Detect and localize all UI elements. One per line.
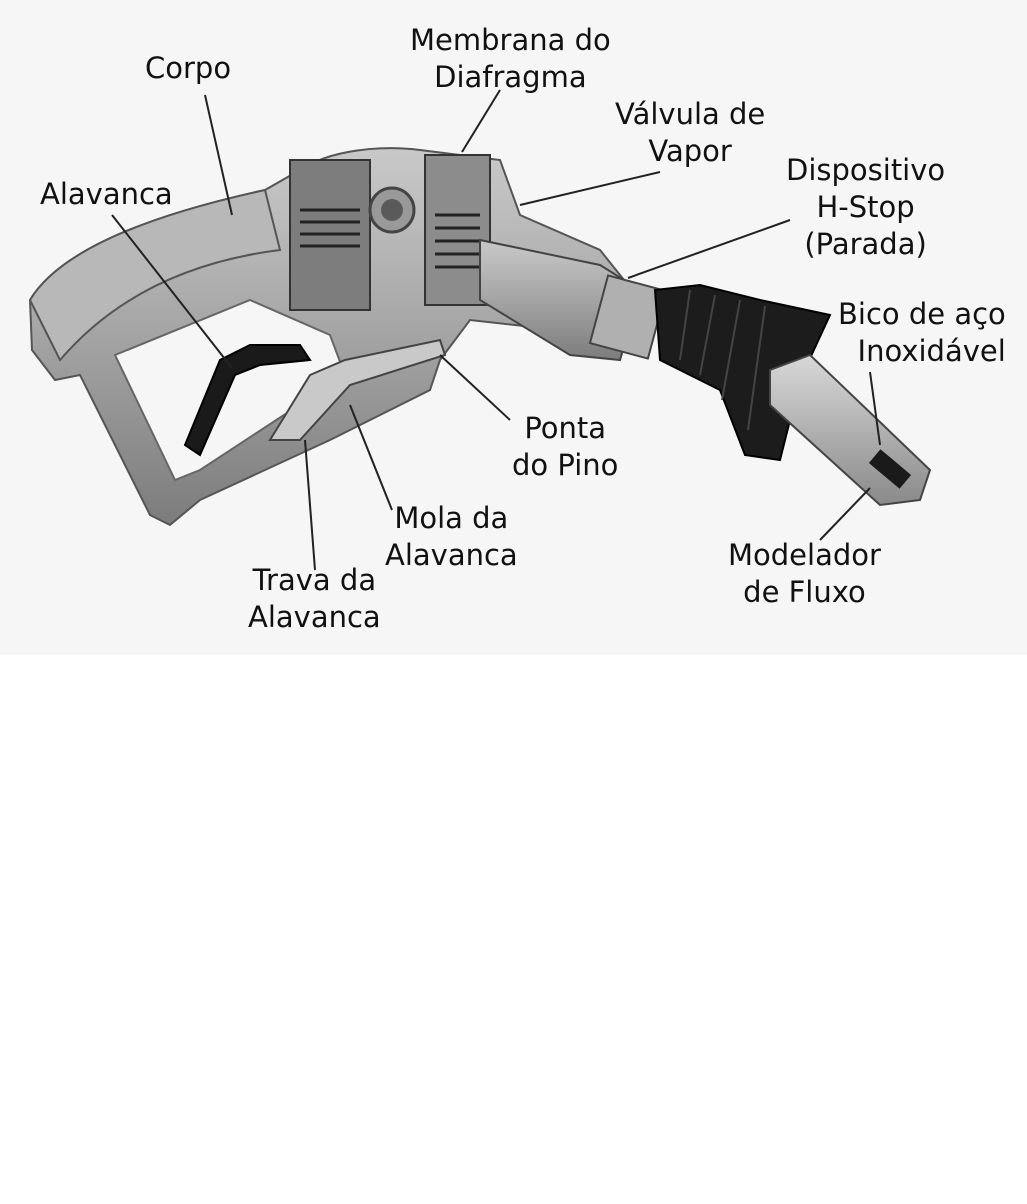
label-hstop-line2: H-Stop (816, 190, 915, 224)
label-valvula-line1: Válvula de (615, 97, 766, 131)
label-bico-line1: Bico de aço (838, 297, 1006, 331)
label-trava-line2: Alavanca (248, 600, 381, 634)
label-modelador-fluxo: Modelador de Fluxo (728, 537, 881, 611)
label-bico-line2: Inoxidável (857, 334, 1006, 368)
label-membrana-line1: Membrana do (410, 23, 611, 57)
label-membrana-line2: Diafragma (434, 60, 587, 94)
label-mola-alavanca: Mola da Alavanca (385, 500, 518, 574)
label-alavanca: Alavanca (40, 176, 173, 213)
leader-lines (111, 89, 881, 571)
label-mola-line2: Alavanca (385, 538, 518, 572)
label-bico-inox: Bico de aço Inoxidável (838, 296, 1006, 370)
label-alavanca-line1: Alavanca (40, 177, 173, 211)
label-mola-line1: Mola da (394, 501, 509, 535)
label-ponta-pino: Ponta do Pino (512, 410, 618, 484)
lever-latch (268, 338, 447, 441)
label-trava-alavanca: Trava da Alavanca (248, 562, 381, 636)
handle-grip (28, 188, 282, 362)
label-hstop-line3: (Parada) (804, 227, 927, 261)
lever-handle (183, 344, 312, 457)
label-ponta-line1: Ponta (524, 411, 607, 445)
label-hstop: Dispositivo H-Stop (Parada) (786, 152, 945, 263)
label-trava-line1: Trava da (252, 563, 377, 597)
label-modelador-line1: Modelador (728, 538, 881, 572)
label-corpo-line1: Corpo (145, 51, 232, 85)
label-valvula-vapor: Válvula de Vapor (615, 96, 765, 170)
nozzle-illustration (28, 89, 932, 571)
bellows-ridges (679, 289, 766, 431)
flow-shaper-slot (868, 449, 912, 489)
label-hstop-line1: Dispositivo (786, 153, 946, 187)
label-membrana-diafragma: Membrana do Diafragma (410, 22, 611, 96)
label-modelador-line2: de Fluxo (743, 575, 866, 609)
label-ponta-line2: do Pino (512, 448, 619, 482)
label-corpo: Corpo (145, 50, 231, 87)
label-valvula-line2: Vapor (648, 134, 732, 168)
springs (300, 208, 480, 269)
